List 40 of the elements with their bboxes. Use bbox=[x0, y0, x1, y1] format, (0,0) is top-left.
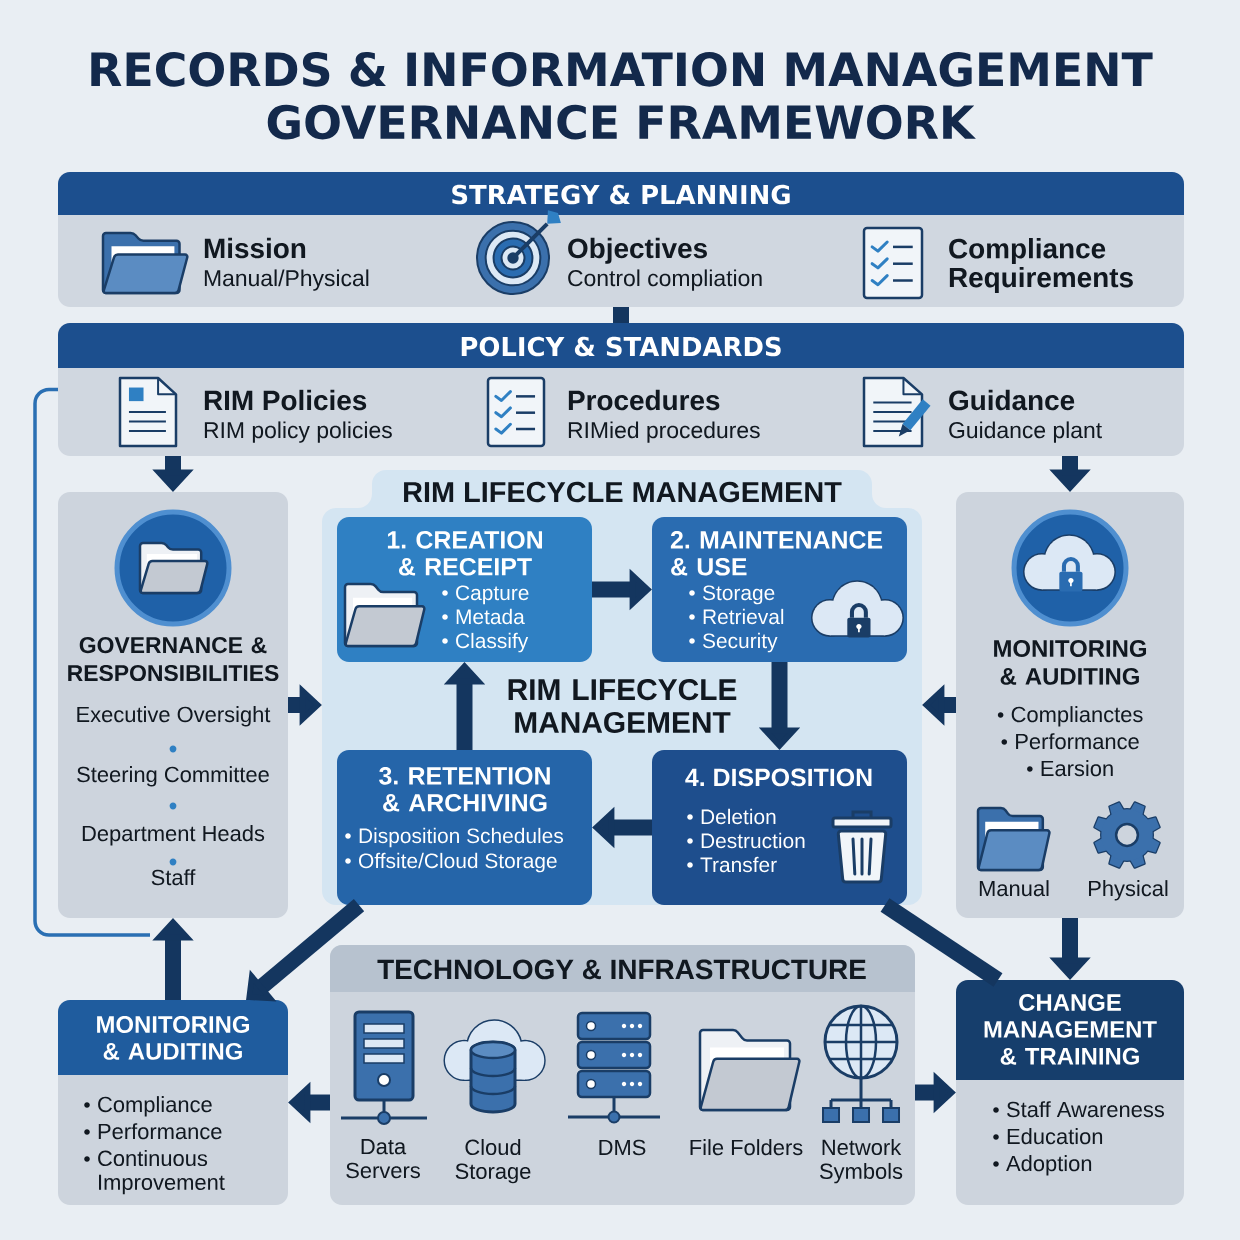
icon-caption: File Folders bbox=[690, 1139, 803, 1156]
item-title: Compliance Requirements bbox=[949, 238, 1133, 293]
list-item: Adoption bbox=[1006, 1155, 1092, 1176]
role-text: Department Heads bbox=[82, 825, 265, 846]
role-text: Executive Oversight bbox=[77, 706, 271, 727]
list-item: Performance bbox=[98, 1123, 222, 1140]
item-title: Objectives bbox=[568, 237, 707, 264]
item-title: Procedures bbox=[568, 389, 720, 411]
item-text: RIMied procedures bbox=[568, 421, 760, 443]
connector-line bbox=[880, 898, 1003, 987]
list-item: Performance bbox=[1016, 733, 1139, 750]
item-title: RIM Policies bbox=[204, 389, 367, 411]
panel-header: MONITORING & AUDITING bbox=[58, 1000, 288, 1075]
role-text: Steering Committee bbox=[77, 766, 269, 787]
icon-caption: Data Servers bbox=[346, 1139, 420, 1179]
item-text: Guidance plant bbox=[949, 421, 1102, 443]
icon-caption: Physical bbox=[1089, 880, 1168, 901]
icon-caption: DMS bbox=[599, 1139, 646, 1156]
role-text: Staff bbox=[151, 869, 196, 886]
list-item: Education bbox=[1007, 1128, 1103, 1145]
list-item: Continuous Improvement bbox=[98, 1150, 225, 1195]
item-title: Guidance bbox=[949, 389, 1075, 411]
list-item: Complianctes bbox=[1011, 706, 1143, 727]
icon-caption: Cloud Storage bbox=[455, 1139, 531, 1184]
list-item: Earsion bbox=[1041, 760, 1113, 777]
item-text: RIM policy policies bbox=[204, 421, 392, 443]
list-item: Staff Awareness bbox=[1007, 1101, 1164, 1118]
item-text: Manual/Physical bbox=[204, 269, 369, 291]
section-header: STRATEGY & PLANNING bbox=[58, 172, 1184, 215]
main-title: RECORDS & INFORMATION MANAGEMENT GOVERNANCE FRAMEWORK bbox=[91, 52, 1153, 140]
item-title: Mission bbox=[204, 237, 306, 259]
icon-caption: Manual bbox=[979, 880, 1049, 897]
panel-header: TECHNOLOGY & INFRASTRUCTURE bbox=[330, 945, 915, 992]
section-header: POLICY & STANDARDS bbox=[58, 323, 1184, 368]
list-item: Compliance bbox=[98, 1096, 212, 1117]
panel-header: CHANGE MANAGEMENT & TRAINING bbox=[956, 980, 1184, 1080]
icon-caption: Network Symbols bbox=[820, 1139, 903, 1184]
connector-line bbox=[613, 307, 629, 323]
arrow bbox=[246, 898, 365, 1002]
item-text: Control compliation bbox=[568, 269, 762, 291]
